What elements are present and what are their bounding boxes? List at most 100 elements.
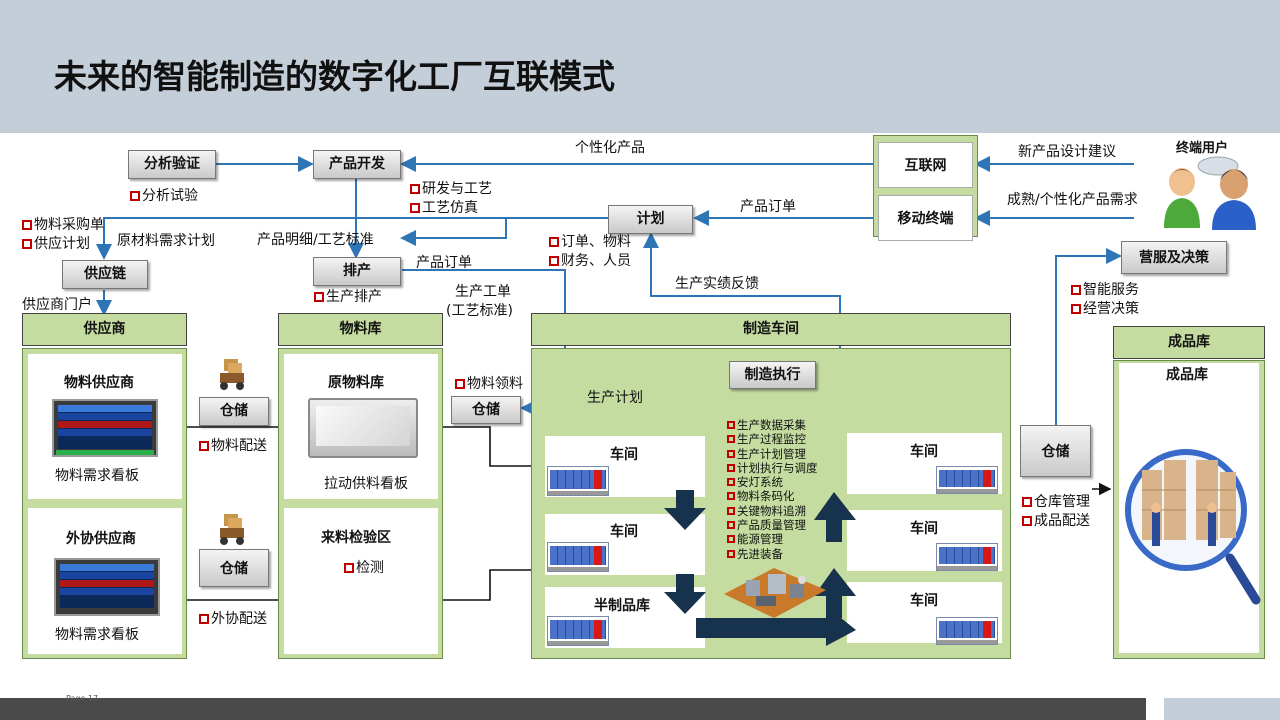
function-item: 产品质量管理 (727, 518, 818, 532)
footer-bar (0, 698, 1146, 720)
down-arrow-icon (664, 490, 706, 530)
arrow-plan-to-supply (96, 217, 608, 260)
factory-equipment-icon (724, 568, 826, 618)
semi-store-label: 半制品库 (594, 598, 650, 614)
pull-board-label: 拉动供料看板 (324, 476, 408, 492)
end-user-icon (1164, 156, 1256, 230)
product-detail-label: 产品明细/工艺标准 (257, 232, 374, 248)
down-arrow-icon (664, 574, 706, 614)
material-panel-head: 物料库 (278, 313, 443, 346)
supplier-panel-head: 供应商 (22, 313, 187, 346)
forklift-icon (220, 359, 244, 390)
delivery-a-note: 物料配送 (199, 438, 267, 454)
function-item: 安灯系统 (727, 475, 818, 489)
supplier-portal-label: 供应商门户 (22, 297, 92, 313)
function-item: 生产数据采集 (727, 418, 818, 432)
analysis-button[interactable]: 分析验证 (128, 150, 216, 179)
inspect-note: 检测 (344, 560, 384, 576)
smart-service-note: 智能服务 (1071, 282, 1139, 298)
product-order-label-2: 产品订单 (416, 255, 472, 271)
finished-panel-head: 成品库 (1113, 326, 1265, 359)
finance-people-note: 财务、人员 (549, 253, 631, 269)
purchase-note: 物料采购单 (22, 217, 104, 233)
supplier-a-board-label: 物料需求看板 (55, 468, 139, 484)
store-b-button[interactable]: 仓储 (199, 549, 269, 587)
pull-board-tv-icon (308, 398, 418, 458)
inspect-card (284, 508, 438, 654)
supplier-b-monitor (54, 558, 160, 616)
function-item: 生产计划管理 (727, 447, 818, 461)
store-a-button[interactable]: 仓储 (199, 397, 269, 426)
finished-inner-label: 成品库 (1166, 367, 1208, 383)
arrow-store-to-service (1055, 248, 1122, 425)
page-number: Page 17 (66, 694, 99, 703)
decision-note: 经营决策 (1071, 301, 1139, 317)
page-title: 未来的智能制造的数字化工厂互联模式 (54, 57, 615, 96)
mini-board-icon (547, 616, 609, 646)
supply-chain-button[interactable]: 供应链 (62, 260, 148, 289)
supplier-a-monitor (52, 399, 158, 457)
finished-store-button[interactable]: 仓储 (1020, 425, 1091, 477)
personalized-product-label: 个性化产品 (575, 140, 645, 156)
mini-board-icon (936, 543, 998, 571)
function-item: 物料条码化 (727, 489, 818, 503)
end-user-label: 终端用户 (1176, 141, 1229, 156)
exec-button[interactable]: 制造执行 (729, 361, 816, 389)
workshop-cell-label: 车间 (610, 447, 638, 463)
rd-note: 研发与工艺 (410, 181, 492, 197)
supplier-b-label: 外协供应商 (66, 531, 136, 547)
feedback-label: 生产实绩反馈 (675, 276, 759, 292)
workshop-store-button[interactable]: 仓储 (451, 396, 521, 424)
mini-board-icon (547, 542, 609, 572)
workshop-cell-label: 车间 (610, 524, 638, 540)
order-material-note: 订单、物料 (549, 234, 631, 250)
service-decision-button[interactable]: 营服及决策 (1121, 241, 1227, 274)
function-item: 能源管理 (727, 532, 818, 546)
mini-board-icon (547, 466, 609, 496)
workshop-function-list: 生产数据采集 生产过程监控 生产计划管理 计划执行与调度 安灯系统 物料条码化 … (727, 418, 818, 561)
supplier-a-label: 物料供应商 (64, 375, 134, 391)
function-item: 关键物料追溯 (727, 504, 818, 518)
analysis-note: 分析试验 (130, 188, 198, 204)
up-arrow-icon (814, 568, 856, 618)
inspect-area-label: 来料检验区 (321, 530, 391, 546)
warehouse-magnifier-icon (1125, 449, 1261, 605)
header-band (0, 0, 1280, 133)
delivery-b-note: 外协配送 (199, 611, 267, 627)
plan-button[interactable]: 计划 (608, 205, 693, 234)
raw-store-label: 原物料库 (328, 375, 384, 391)
footer-accent (1164, 698, 1280, 720)
prod-plan-label: 生产计划 (587, 390, 643, 406)
product-dev-button[interactable]: 产品开发 (313, 150, 401, 179)
finished-delivery-note: 成品配送 (1022, 513, 1090, 529)
workshop-panel-head: 制造车间 (531, 313, 1011, 346)
workshop-cell-label: 车间 (910, 521, 938, 537)
supplier-b-board-label: 物料需求看板 (55, 627, 139, 643)
product-order-label-1: 产品订单 (740, 199, 796, 215)
work-order-label: 生产工单 (455, 284, 511, 300)
line-raw-to-workshop (440, 426, 547, 473)
arrow-plan-to-detail (400, 218, 507, 246)
new-design-label: 新产品设计建议 (1018, 144, 1116, 160)
material-pick-note: 物料领料 (455, 376, 523, 392)
forklift-icon-2 (220, 514, 244, 545)
schedule-button[interactable]: 排产 (313, 257, 401, 286)
mini-board-icon (936, 466, 998, 494)
marker-square-icon (130, 191, 140, 201)
monitor-header-row (58, 405, 152, 412)
up-arrow-icon (814, 492, 856, 542)
work-order-sub-label: (工艺标准) (446, 303, 513, 319)
warehouse-mgmt-note: 仓库管理 (1022, 494, 1090, 510)
workshop-cell-label: 车间 (910, 444, 938, 460)
schedule-note: 生产排产 (314, 289, 382, 305)
supply-plan-note: 供应计划 (22, 236, 90, 252)
function-item: 先进装备 (727, 547, 818, 561)
mini-board-icon (936, 617, 998, 645)
raw-material-plan-label: 原材料需求计划 (117, 233, 215, 249)
workshop-flow-arrows (664, 490, 856, 646)
right-arrow-icon (696, 606, 856, 646)
internet-button[interactable]: 互联网 (878, 142, 973, 188)
sim-note: 工艺仿真 (410, 200, 478, 216)
mature-demand-label: 成熟/个性化产品需求 (1007, 192, 1138, 208)
mobile-button[interactable]: 移动终端 (878, 195, 973, 241)
